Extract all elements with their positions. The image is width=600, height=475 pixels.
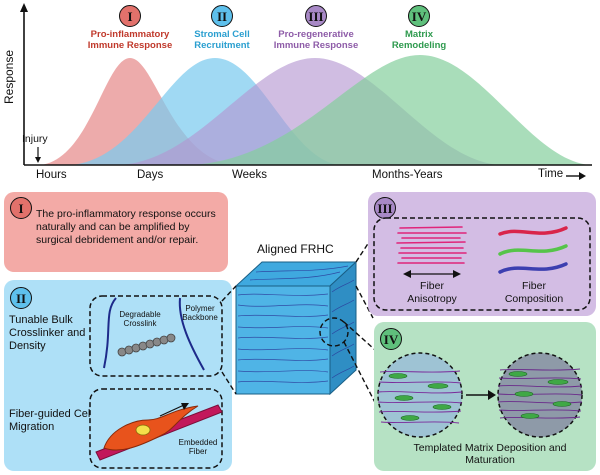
composition-label: Fiber Composition [504,280,564,305]
matrix-circle-mature [497,352,583,438]
phase-1-title: Pro-inflammatory Immune Response [87,29,173,51]
panel-I [4,192,228,272]
injury-label: Injury [22,133,48,145]
cube-title: Aligned FRHC [257,242,334,256]
x-axis-arrow [566,172,586,180]
crosslinker-text: Tunable Bulk Crosslinker and Density [9,314,86,352]
xtick-weeks: Weeks [232,169,267,181]
panel-II-badge: II [10,287,32,309]
injury-arrowhead [35,157,41,163]
phase-3-badge: III [305,5,327,27]
xtick-months-years: Months-Years [372,169,443,181]
phase-2-badge: II [211,5,233,27]
curve-phase-4 [190,55,590,165]
phase-4-title: Matrix Remodeling [391,29,447,51]
phase-3-title: Pro-regenerative Immune Response [273,29,359,51]
embedded-label: Embedded Fiber [178,438,218,456]
degradable-label: Degradable Crosslink [119,310,161,328]
xtick-hours: Hours [36,169,67,181]
phase-1-badge: I [119,5,141,27]
matrix-circle-early [377,352,463,438]
crosslink-beads [117,333,176,357]
polymer-label: Polymer Backbone [182,304,218,322]
panel-I-badge: I [10,197,32,219]
panel-I-text: The pro-inflammatory response occurs nat… [36,208,216,246]
anisotropy-label: Fiber Anisotropy [407,280,457,305]
xtick-days: Days [137,169,164,181]
x-axis-label: Time [538,168,564,180]
timeline-chart [20,3,592,166]
panel-IV-badge: IV [380,328,402,350]
phase-2-title: Stromal Cell Recruitment [194,29,250,51]
migration-text: Fiber-guided Cell Migration [9,408,93,433]
panel-IV-caption: Templated Matrix Deposition and Maturati… [413,442,567,466]
anisotropy-fibers [396,226,467,264]
phase-4-badge: IV [408,5,430,27]
y-axis-arrow [20,3,28,12]
